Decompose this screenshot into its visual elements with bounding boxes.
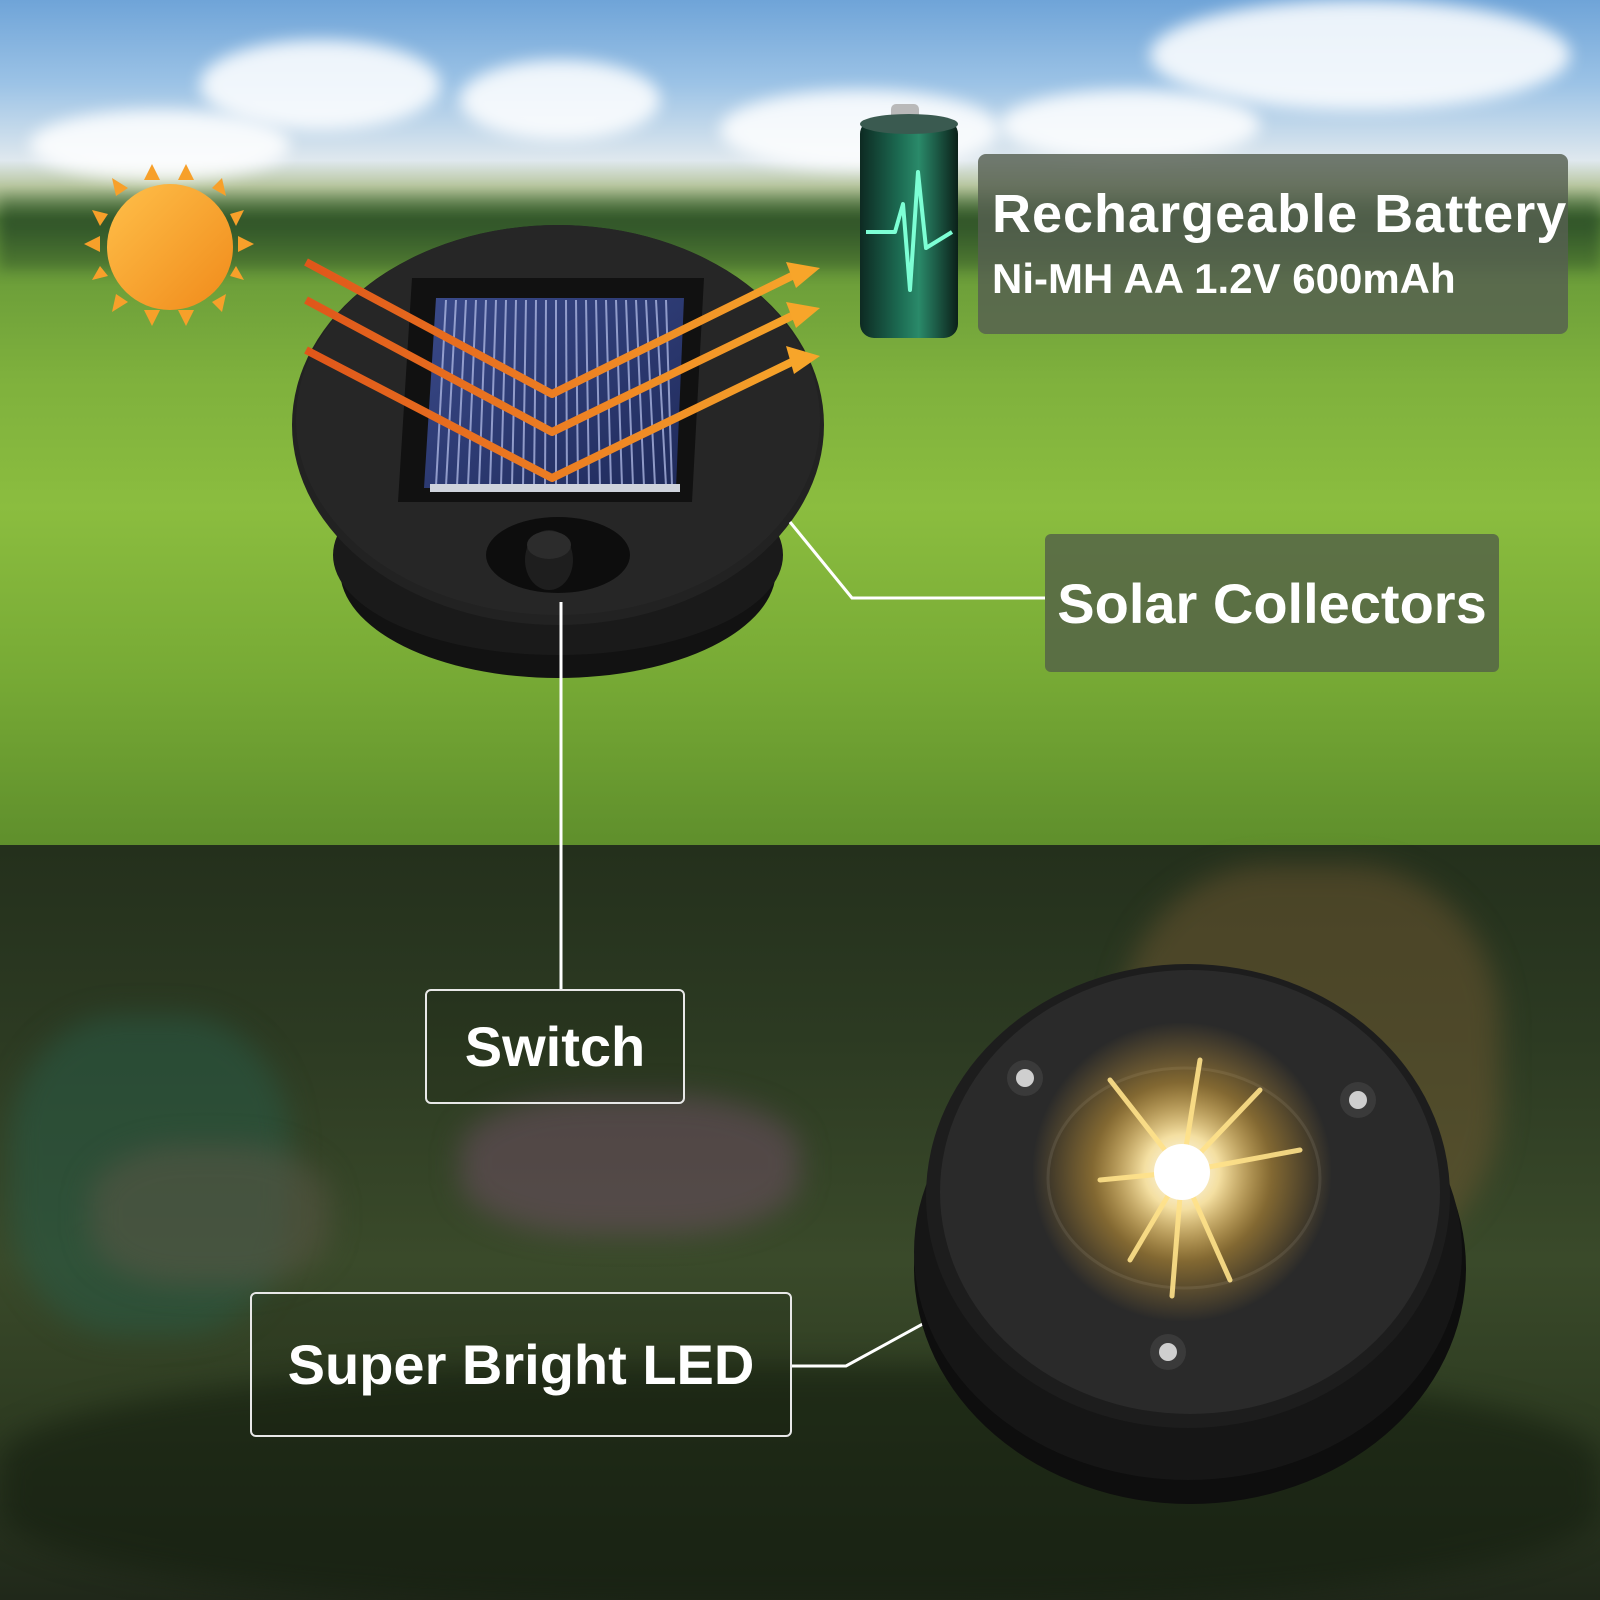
battery-icon — [860, 104, 958, 338]
chair-cushion — [90, 1145, 330, 1285]
daytime-background — [0, 0, 1600, 845]
cloud — [200, 40, 440, 130]
switch-label: Switch — [425, 989, 685, 1104]
led-light — [914, 964, 1466, 1504]
sunlight-arrows — [304, 258, 802, 482]
solar-leader-line — [788, 521, 1045, 600]
cloud — [1150, 0, 1570, 110]
battery-label: Rechargeable Battery Ni-MH AA 1.2V 600mA… — [978, 154, 1568, 334]
flower-bed — [460, 1095, 800, 1235]
arrowheads — [786, 262, 820, 374]
cloud — [1000, 90, 1260, 160]
cloud — [30, 110, 290, 180]
solar-collectors-label: Solar Collectors — [1045, 534, 1499, 672]
sun-icon — [84, 164, 254, 326]
battery-spec: Ni-MH AA 1.2V 600mAh — [992, 255, 1456, 303]
battery-title: Rechargeable Battery — [992, 183, 1568, 244]
cloud — [460, 60, 660, 140]
led-label: Super Bright LED — [250, 1292, 792, 1437]
